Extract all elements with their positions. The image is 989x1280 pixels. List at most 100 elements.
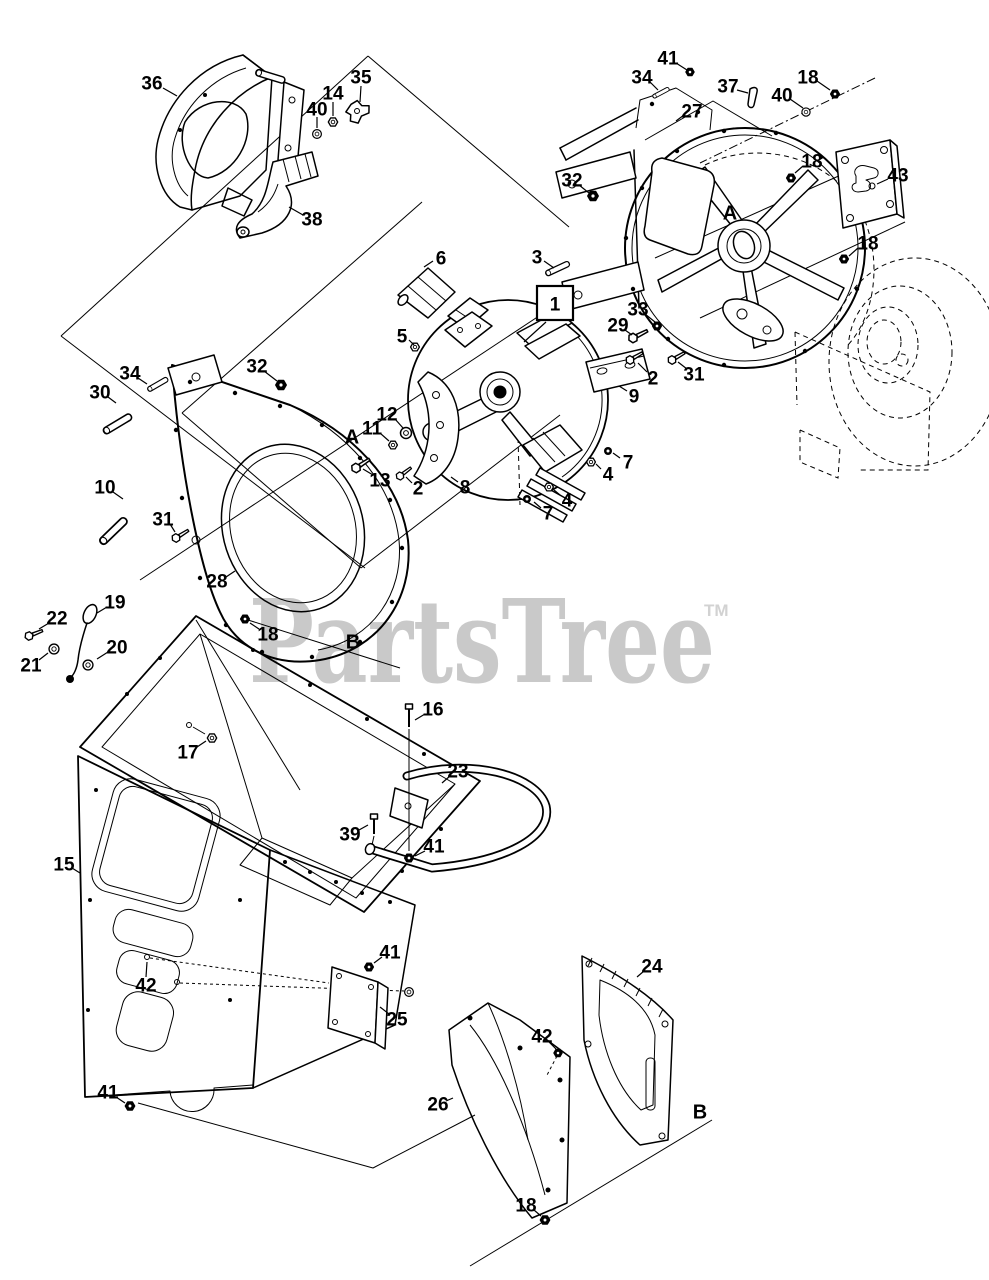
callout-18: 18 [515,1196,542,1217]
leader-line [359,85,362,103]
leader-line [71,867,81,874]
bolt-16 [404,703,414,727]
callout-16: 16 [414,700,444,721]
callout-text: 7 [623,453,634,474]
callout-2: 2 [405,476,423,500]
callout-text: 37 [717,77,738,98]
callout-42: 42 [531,1027,557,1050]
callout-34: 34 [119,364,148,385]
callout-text: 18 [515,1196,536,1217]
callout-text: 15 [53,855,75,876]
leader-line [373,956,383,964]
side-panel [581,955,674,1146]
chipper-blade [413,371,460,485]
discharge-chute [77,615,481,1112]
callout-11: 11 [362,419,390,442]
leader-line [414,713,426,721]
callout-22: 22 [38,609,68,630]
callout-20: 20 [96,638,128,660]
cover-plate [327,966,389,1050]
callout-39: 39 [339,824,369,846]
callout-6: 6 [423,249,447,270]
callout-text: 6 [436,249,447,270]
callout-text: B [346,632,360,654]
leader-line [523,321,547,343]
fasteners [97,67,850,1225]
callout-text: A [723,203,737,225]
callout-12: 12 [376,405,404,429]
leader-line [379,432,390,442]
callout-text: 10 [94,478,115,499]
callout-34: 34 [631,68,659,91]
callout-text: 24 [641,957,663,978]
chute-handle [364,729,552,873]
leader-line [263,370,278,382]
watermark-text: PartsTree [249,575,715,710]
bolt-39 [369,813,379,834]
leader-line [112,491,124,500]
leader-line [362,468,374,476]
callout-text: 20 [106,638,127,659]
callout-text: 41 [657,49,679,70]
callout-4: 4 [553,489,573,512]
callout-text: 13 [369,471,390,492]
callout-8: 8 [450,476,470,499]
leader-line [441,775,451,784]
mounting-bracket-plate [835,139,905,229]
callout-text: 22 [46,609,67,630]
callout-text: 40 [306,100,327,121]
callout-33: 33 [627,300,656,323]
callout-text: 3 [532,248,543,269]
watermark-trademark: TM [704,601,729,620]
leader-line [637,362,648,373]
leader-line [794,165,804,174]
leader-line [612,452,621,459]
leader-line [423,260,434,268]
callout-B: B [693,1102,707,1124]
callout-26: 26 [427,1095,454,1116]
callout-24: 24 [636,957,663,978]
leader-line [137,377,148,385]
callout-21: 21 [20,652,49,677]
callout-40: 40 [771,86,804,109]
callout-28: 28 [206,570,236,593]
callout-text: 43 [887,166,908,187]
washer-40 [312,129,322,139]
callout-18: 18 [249,622,279,646]
callout-13: 13 [362,468,391,492]
callout-4: 4 [595,463,614,486]
leader-line [96,651,109,660]
callout-41: 41 [414,837,445,858]
callout-A: A [345,427,359,449]
callout-text: 25 [386,1010,408,1031]
callout-31: 31 [152,510,176,533]
callout-text: 35 [350,68,372,89]
leader-line [553,489,561,496]
leader-line [595,463,602,470]
callout-text: 18 [797,68,818,89]
leader-line [96,606,108,614]
lower-chute [448,1002,571,1219]
callout-25: 25 [379,1006,408,1031]
callout-9: 9 [618,385,639,408]
callout-text: 21 [20,656,42,677]
leader-line [445,1097,454,1102]
callout-B: B [346,632,360,654]
callout-text: 41 [97,1083,119,1104]
leader-line [169,523,176,533]
leader-line [543,260,555,269]
leader-line [225,570,236,578]
leader-line [196,740,207,748]
callout-19: 19 [96,593,126,614]
leader-line [379,1006,390,1015]
deflector-cover [155,54,305,217]
leader-line [405,476,413,484]
callout-text: 1 [550,295,561,316]
callout-35: 35 [350,68,372,103]
callout-41: 41 [97,1083,126,1104]
leader-line [394,418,404,429]
callout-text: 4 [603,465,614,486]
leader-line [636,970,645,978]
callout-text: 30 [89,383,110,404]
